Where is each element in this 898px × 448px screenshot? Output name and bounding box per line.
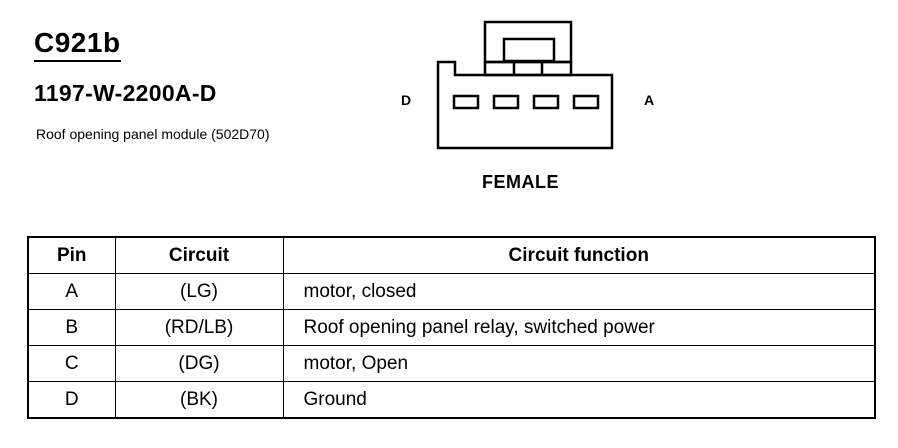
cell-pin: B (27, 309, 116, 346)
table-row: A (LG) motor, closed (27, 273, 876, 310)
table-header-row: Pin Circuit Circuit function (27, 236, 876, 274)
cavity-d (452, 94, 480, 110)
table-row: C (DG) motor, Open (27, 345, 876, 382)
connector-face-diagram (436, 20, 614, 150)
connector-id: C921b (34, 28, 121, 62)
cell-circuit: (DG) (114, 345, 284, 382)
table-row: D (BK) Ground (27, 381, 876, 419)
cell-circuit: (RD/LB) (114, 309, 284, 346)
cell-pin: D (27, 381, 116, 419)
pin-table: Pin Circuit Circuit function A (LG) moto… (27, 236, 876, 419)
latch-inner (502, 37, 556, 63)
header-circuit-function: Circuit function (282, 236, 876, 274)
cavity-c (492, 94, 520, 110)
cell-function: Ground (282, 381, 876, 419)
cell-circuit: (LG) (114, 273, 284, 310)
latch-shoulder (483, 60, 573, 77)
header-pin: Pin (27, 236, 116, 274)
header-circuit: Circuit (114, 236, 284, 274)
connector-gender-label: FEMALE (482, 172, 559, 192)
latch-outer (483, 20, 573, 64)
table-row: B (RD/LB) Roof opening panel relay, swit… (27, 309, 876, 346)
part-number: 1197-W-2200A-D (34, 80, 217, 106)
pin-label-d: D (401, 92, 412, 108)
cell-function: motor, closed (282, 273, 876, 310)
cell-circuit: (BK) (114, 381, 284, 419)
cell-function: motor, Open (282, 345, 876, 382)
pin-label-a: A (644, 92, 655, 108)
cell-pin: C (27, 345, 116, 382)
cavity-b (532, 94, 560, 110)
cell-pin: A (27, 273, 116, 310)
cavity-a (572, 94, 600, 110)
connector-description: Roof opening panel module (502D70) (36, 126, 270, 142)
connector-body (436, 60, 614, 150)
cell-function: Roof opening panel relay, switched power (282, 309, 876, 346)
